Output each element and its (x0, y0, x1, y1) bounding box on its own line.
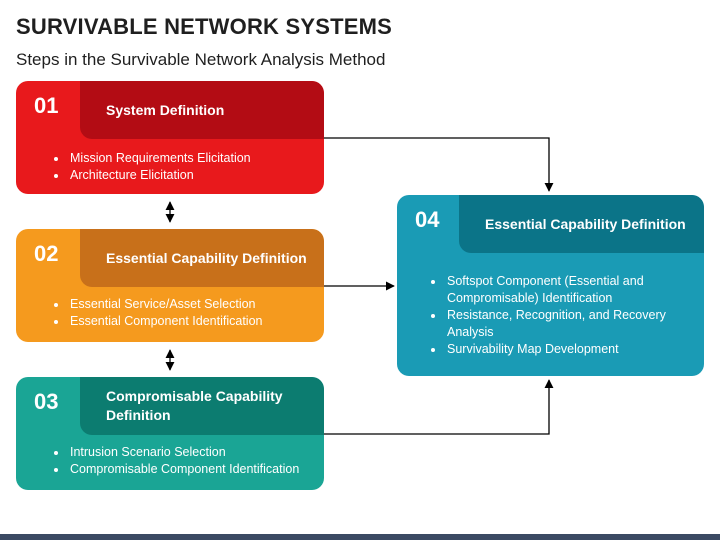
step-04-number: 04 (415, 207, 440, 232)
page-title: SURVIVABLE NETWORK SYSTEMS (16, 14, 392, 39)
bullet-item: Essential Service/Asset Selection (68, 296, 262, 313)
step-02-bullets: Essential Service/Asset Selection Essent… (46, 296, 262, 330)
bullet-item: Survivability Map Development (445, 341, 704, 358)
step-03-bullets: Intrusion Scenario Selection Compromisab… (46, 444, 299, 478)
page-subtitle: Steps in the Survivable Network Analysis… (16, 50, 386, 69)
step-02-heading: Essential Capability Definition (80, 229, 324, 287)
bullet-item: Architecture Elicitation (68, 167, 251, 184)
step-02-box: Essential Capability Definition 02 Essen… (16, 229, 324, 342)
step-03-number: 03 (34, 389, 59, 414)
bullet-item: Compromisable Component Identification (68, 461, 299, 478)
step-01-heading: System Definition (80, 81, 324, 139)
step-01-box: System Definition 01 Mission Requirement… (16, 81, 324, 194)
step-01-number: 01 (34, 93, 59, 118)
step-03-heading: Compromisable Capability Definition (80, 377, 324, 435)
bullet-item: Intrusion Scenario Selection (68, 444, 299, 461)
bullet-item: Resistance, Recognition, and Recovery An… (445, 307, 704, 341)
step-03-box: Compromisable Capability Definition 03 I… (16, 377, 324, 490)
step-04-bullets: Softspot Component (Essential and Compro… (423, 273, 704, 358)
bullet-item: Essential Component Identification (68, 313, 262, 330)
step-02-number: 02 (34, 241, 59, 266)
footer-bar (0, 534, 720, 540)
bullet-item: Mission Requirements Elicitation (68, 150, 251, 167)
bullet-item: Softspot Component (Essential and Compro… (445, 273, 704, 307)
step-04-box: Essential Capability Definition 04 Softs… (397, 195, 704, 376)
step-01-bullets: Mission Requirements Elicitation Archite… (46, 150, 251, 184)
connector-03-to-04 (324, 379, 554, 435)
step-04-heading: Essential Capability Definition (459, 195, 704, 253)
connector-01-to-04 (324, 137, 554, 192)
